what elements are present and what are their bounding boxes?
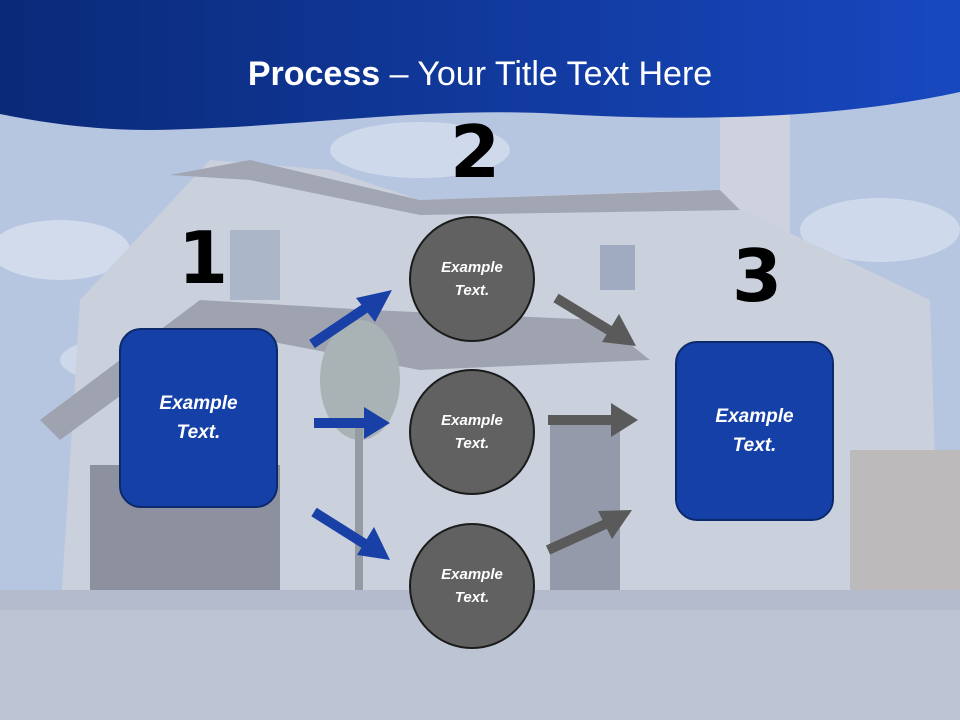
step-2-circle-middle: Example Text.	[409, 369, 535, 495]
step-2-circle-bottom: Example Text.	[409, 523, 535, 649]
step-number-1: 1	[178, 216, 229, 300]
step-2-circle-top: Example Text.	[409, 216, 535, 342]
arrow-blue-up	[309, 290, 392, 349]
step-1-box: Example Text.	[119, 328, 278, 508]
title-rest: – Your Title Text Here	[380, 55, 713, 93]
arrow-gray-right	[548, 403, 638, 437]
arrow-blue-down	[311, 507, 390, 560]
title-bold: Process	[247, 55, 381, 93]
step-number-3: 3	[732, 234, 783, 318]
step-3-box-label: Example Text.	[715, 406, 794, 456]
circle-bottom-label: Example Text.	[441, 566, 503, 606]
circle-top-label: Example Text.	[441, 259, 503, 299]
arrow-gray-up	[545, 510, 632, 555]
step-number-2: 2	[450, 110, 501, 194]
step-3-box: Example Text.	[675, 341, 834, 521]
arrow-blue-right	[314, 407, 390, 439]
slide-title: Process – Your Title Text Here	[0, 52, 960, 96]
arrow-gray-down	[553, 293, 636, 346]
step-1-box-label: Example Text.	[159, 393, 238, 443]
circle-middle-label: Example Text.	[441, 412, 503, 452]
